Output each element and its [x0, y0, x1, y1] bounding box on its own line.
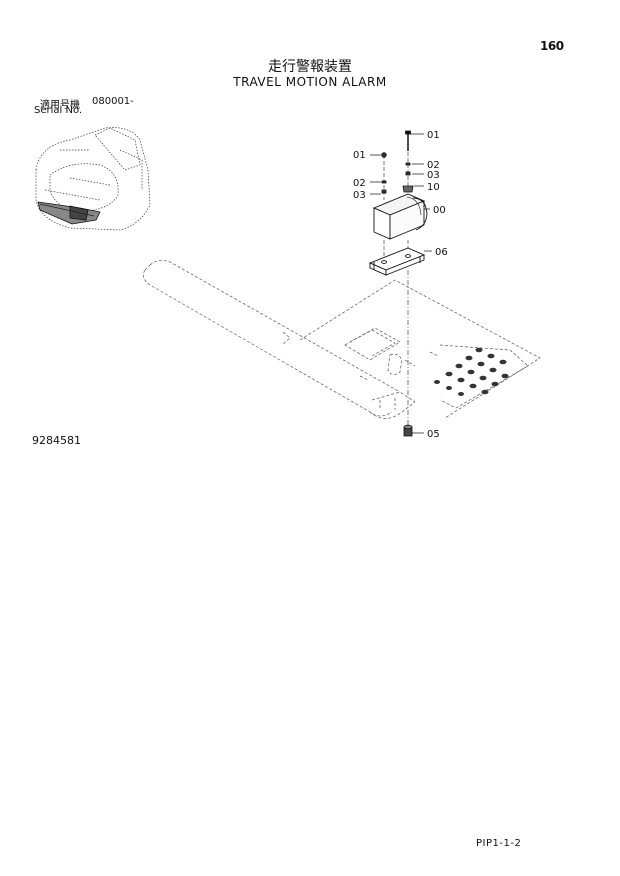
fasteners — [381, 130, 414, 437]
track-shoe-holes — [434, 347, 509, 396]
serial-label-english: Serial No. — [34, 105, 83, 116]
callout-03-left: 03 — [353, 190, 366, 201]
bracket — [368, 247, 426, 276]
callout-05: 05 — [427, 429, 440, 440]
assembly-axis — [383, 140, 409, 425]
thumbnail-highlight — [37, 201, 101, 225]
page-number: 160 — [540, 39, 564, 53]
callout-02-left: 02 — [353, 178, 366, 189]
callout-labels: 01 01 02 02 03 03 10 00 06 05 — [353, 130, 448, 440]
callout-01-right: 01 — [427, 130, 440, 141]
callout-10: 10 — [427, 182, 440, 193]
title-japanese: 走行警報装置 — [268, 59, 352, 75]
footer-code: PIP1-1-2 — [476, 838, 522, 849]
drawing-number: 9284581 — [32, 434, 81, 447]
track-frame — [143, 260, 541, 419]
callout-06: 06 — [435, 247, 448, 258]
callout-01-left: 01 — [353, 150, 366, 161]
callout-00: 00 — [433, 205, 446, 216]
alarm-unit — [372, 193, 428, 240]
serial-range: 080001- — [92, 96, 134, 107]
serial-label-japanese: 適用号機 — [40, 100, 80, 111]
callout-02-right: 02 — [427, 160, 440, 171]
title-english: TRAVEL MOTION ALARM — [233, 75, 387, 89]
callout-03-right: 03 — [427, 170, 440, 181]
leader-lines — [370, 133, 432, 434]
